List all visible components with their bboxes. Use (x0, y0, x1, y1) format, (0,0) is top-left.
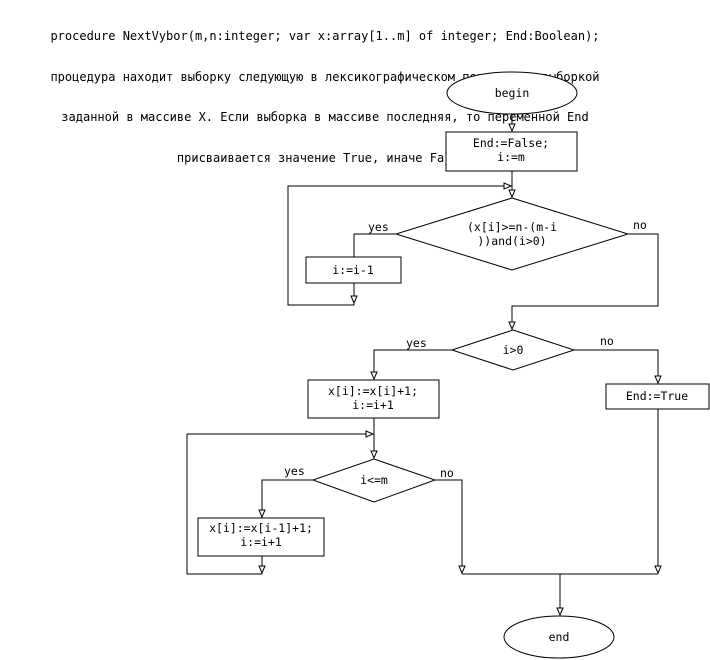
arrowhead-down (654, 375, 662, 385)
arrowhead-down (258, 565, 266, 575)
connector (511, 233, 659, 330)
connector (574, 349, 659, 384)
arrowhead-down (350, 295, 358, 305)
connectors (186, 114, 659, 616)
connector (373, 349, 452, 380)
cond3-label: i<=m (360, 473, 388, 487)
init-process: End:=False; i:=m (445, 131, 578, 172)
cond2-no-label: no (600, 334, 614, 348)
branch-labels: yes no yes no yes no (284, 218, 647, 480)
arrowhead-down (458, 565, 466, 575)
arrowhead-down (258, 509, 266, 519)
fill-process: x[i]:=x[i-1]+1; i:=i+1 (197, 517, 325, 557)
arrowhead-down (508, 321, 516, 331)
inc-line-2: i:=i+1 (352, 398, 394, 412)
arrowhead-down (508, 189, 516, 199)
init-line-2: i:=m (497, 150, 525, 164)
cond2-label: i>0 (503, 343, 524, 357)
cond1-no-label: no (633, 218, 647, 232)
connector (353, 233, 396, 257)
arrowhead-down (508, 123, 516, 133)
arrowhead-right (365, 430, 375, 438)
arrowhead-down (556, 607, 564, 617)
cond1-line-2: ))and(i>0) (477, 234, 546, 248)
arrowheads (258, 123, 662, 617)
arrowhead-down (654, 565, 662, 575)
dec-i-label: i:=i-1 (332, 263, 374, 277)
begin-terminal: begin (446, 71, 578, 115)
end-terminal: end (503, 615, 615, 659)
connector (186, 434, 263, 575)
fill-line-2: i:=i+1 (240, 535, 282, 549)
inc-line-1: x[i]:=x[i]+1; (328, 384, 418, 398)
increment-process: x[i]:=x[i]+1; i:=i+1 (307, 379, 440, 419)
decision-2: i>0 (450, 329, 576, 371)
end-true-label: End:=True (626, 389, 688, 403)
fill-line-1: x[i]:=x[i-1]+1; (209, 521, 313, 535)
cond1-line-1: (x[i]>=n-(m-i (467, 220, 557, 234)
cond3-yes-label: yes (284, 464, 305, 478)
cond2-yes-label: yes (406, 336, 427, 350)
connector (261, 479, 313, 518)
procedure-signature: procedure NextVybor(m,n:integer; var x:a… (50, 29, 600, 43)
arrowhead-down (370, 371, 378, 381)
init-line-1: End:=False; (473, 136, 549, 150)
decision-3: i<=m (311, 458, 437, 503)
decision-1: (x[i]>=n-(m-i ))and(i>0) (394, 197, 630, 271)
cond3-no-label: no (440, 466, 454, 480)
decrement-process: i:=i-1 (305, 256, 402, 284)
begin-label: begin (495, 86, 530, 100)
end-true-process: End:=True (605, 383, 710, 410)
arrowhead-right (503, 182, 513, 190)
arrowhead-down (370, 450, 378, 460)
connector (435, 479, 463, 574)
description-line: заданной в массиве X. Если выборка в мас… (61, 110, 589, 124)
end-label: end (549, 630, 570, 644)
cond1-yes-label: yes (368, 220, 389, 234)
